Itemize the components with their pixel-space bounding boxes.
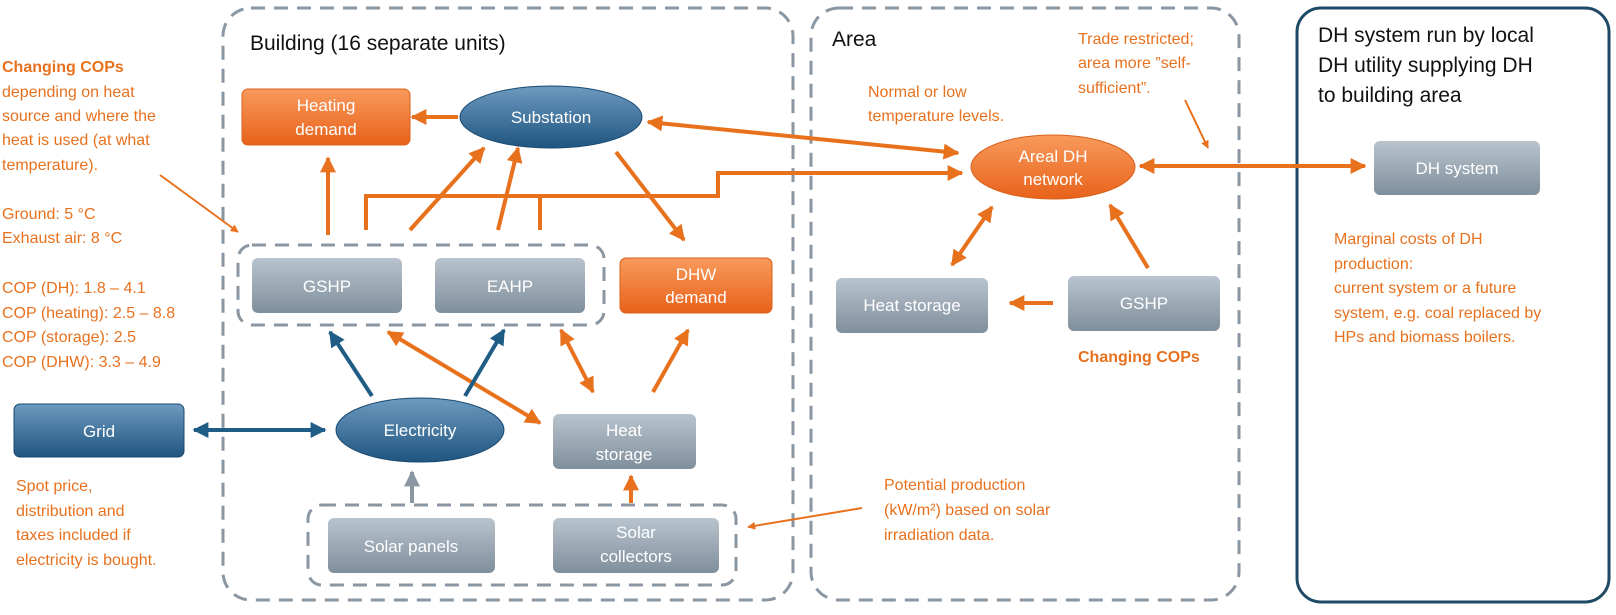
grid-node: Grid	[13, 403, 185, 458]
cop-storage: COP (storage): 2.5	[2, 329, 136, 346]
solar-collectors-label-2: collectors	[600, 547, 672, 566]
solar-collectors-node: Solar collectors	[553, 518, 719, 573]
electricity-node: Electricity	[335, 397, 505, 463]
changing-cops-area: Changing COPs	[1078, 349, 1200, 366]
eahp-label: EAHP	[487, 277, 533, 296]
marginal-costs-line-2: production:	[1334, 256, 1413, 273]
substation-node: Substation	[459, 85, 643, 149]
area-title: Area	[832, 28, 877, 51]
gshp-to-areal-network-arrow	[1108, 203, 1150, 270]
heat-storage-building-label-1: Heat	[606, 421, 642, 440]
dhw-demand-node: DHW demand	[619, 257, 773, 314]
cop-heating: COP (heating): 2.5 – 8.8	[2, 305, 175, 322]
normal-temp-line-1: Normal or low	[868, 84, 967, 101]
marginal-costs-line-3: current system or a future	[1334, 280, 1516, 297]
heat-storage-to-dhw-arrow	[651, 328, 690, 393]
normal-temp-pointer	[159, 174, 239, 233]
heat-storage-eahp-arrow	[559, 328, 595, 394]
dh-title-line-3: to building area	[1318, 84, 1462, 107]
electricity-label: Electricity	[384, 421, 457, 440]
dh-title-line-2: DH utility supplying DH	[1318, 54, 1533, 77]
heat-storage-heat-pumps-arrow	[386, 330, 542, 425]
eahp-node: EAHP	[435, 258, 585, 313]
marginal-costs-line-5: HPs and biomass boilers.	[1334, 329, 1515, 346]
gshp-area-node: GSHP	[1068, 276, 1220, 331]
orange-flows	[159, 99, 1367, 530]
trade-restricted-line-2: area more ”self-	[1078, 55, 1191, 72]
normal-temp-line-2: temperature levels.	[868, 108, 1004, 125]
gshp-building-label: GSHP	[303, 277, 351, 296]
heat-storage-building-node: Heat storage	[553, 414, 696, 469]
solar-group	[306, 503, 738, 587]
heating-demand-label-2: demand	[295, 120, 356, 139]
heating-demand-node: Heating demand	[241, 88, 411, 146]
changing-cops-line-1: depending on heat	[2, 84, 135, 101]
electricity-to-gshp-arrow	[328, 330, 374, 398]
heat-storage-area-node: Heat storage	[836, 278, 988, 333]
dhw-demand-label-2: demand	[665, 288, 726, 307]
areal-dh-network-label-2: network	[1023, 170, 1083, 189]
potential-production-line-1: Potential production	[884, 477, 1025, 494]
cop-dh: COP (DH): 1.8 – 4.1	[2, 280, 146, 297]
potential-production-pointer	[747, 507, 863, 530]
spot-price-line-3: taxes included if	[16, 527, 131, 544]
dh-title-line-1: DH system run by local	[1318, 24, 1534, 47]
heat-storage-area-label: Heat storage	[863, 296, 960, 315]
heat-pumps-to-areal-network-line	[364, 194, 542, 230]
changing-cops-line-2: source and where the	[2, 108, 156, 125]
marginal-costs-line-4: system, e.g. coal replaced by	[1334, 305, 1541, 322]
building-region	[221, 6, 795, 602]
changing-cops-line-4: temperature).	[2, 157, 98, 174]
area-region	[809, 6, 1241, 602]
temp-exhaust-air: Exhaust air: 8 °C	[2, 230, 122, 247]
heat-storage-building-label-2: storage	[596, 445, 653, 464]
eahp-to-substation-arrow	[496, 146, 523, 231]
gshp-to-substation-arrow	[408, 146, 486, 232]
building-title: Building (16 separate units)	[250, 32, 506, 55]
temp-ground: Ground: 5 °C	[2, 206, 96, 223]
spot-price-line-2: distribution and	[16, 503, 125, 520]
heating-demand-label-1: Heating	[297, 96, 356, 115]
electricity-to-eahp-arrow	[463, 328, 506, 398]
dh-system-node: DH system	[1374, 141, 1540, 195]
areal-network-heat-storage-arrow	[950, 205, 994, 267]
changing-cops-title: Changing COPs	[2, 59, 124, 76]
areal-dh-network-label-1: Areal DH	[1019, 147, 1088, 166]
spot-price-line-1: Spot price,	[16, 478, 92, 495]
solar-panels-label: Solar panels	[364, 537, 459, 556]
heat-pump-group	[236, 243, 606, 327]
gshp-building-node: GSHP	[252, 258, 402, 313]
solar-collectors-label-1: Solar	[616, 523, 656, 542]
substation-to-dhw-arrow	[614, 150, 686, 242]
areal-dh-network-node: Areal DH network	[970, 134, 1136, 200]
dh-region	[1295, 6, 1611, 604]
spot-price-line-4: electricity is bought.	[16, 552, 157, 569]
gshp-area-label: GSHP	[1120, 294, 1168, 313]
trade-restricted-line-1: Trade restricted;	[1078, 31, 1194, 48]
cop-dhw: COP (DHW): 3.3 – 4.9	[2, 354, 161, 371]
substation-areal-network-arrow	[646, 115, 960, 160]
changing-cops-line-3: heat is used (at what	[2, 132, 150, 149]
heat-pumps-to-areal-network-arrow	[366, 165, 964, 198]
potential-production-line-2: (kW/m²) based on solar	[884, 502, 1051, 519]
trade-restricted-pointer	[1184, 99, 1209, 149]
solar-panels-node: Solar panels	[328, 518, 495, 573]
substation-label: Substation	[511, 108, 591, 127]
dh-system-label: DH system	[1415, 159, 1498, 178]
electricity-flows	[192, 328, 506, 438]
trade-restricted-line-3: sufficient”.	[1078, 80, 1151, 97]
potential-production-line-3: irradiation data.	[884, 527, 994, 544]
marginal-costs-line-1: Marginal costs of DH	[1334, 231, 1483, 248]
grid-label: Grid	[83, 422, 115, 441]
dhw-demand-label-1: DHW	[676, 265, 717, 284]
